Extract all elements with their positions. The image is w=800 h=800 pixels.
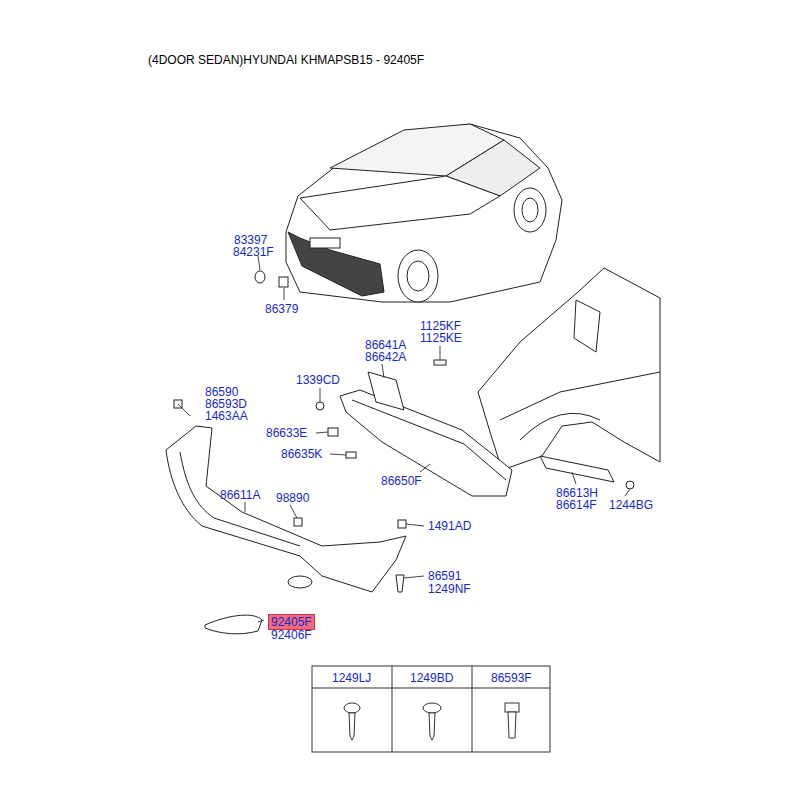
bumper-cover xyxy=(166,426,406,634)
body-panel xyxy=(478,268,660,470)
highlight-box: 92405F xyxy=(268,614,315,630)
table-cell: 1249LJ xyxy=(332,672,371,684)
leader-lines xyxy=(178,256,630,622)
car-illustration xyxy=(255,124,562,302)
callout-number: 1339CD xyxy=(296,374,340,386)
callout-number: 1463AA xyxy=(205,410,248,422)
callout-number: 1244BG xyxy=(609,499,653,511)
callout-number: 86641A xyxy=(365,339,406,351)
callout-number: 86614F xyxy=(556,499,597,511)
callout-number: 86590 xyxy=(205,386,238,398)
callout-number: 86642A xyxy=(365,351,406,363)
callout-number: 86633E xyxy=(266,427,307,439)
callout-number: 1125KE xyxy=(420,332,462,344)
callout-number: 86591 xyxy=(428,570,461,582)
callout-number: 1125KF xyxy=(420,320,461,332)
fasteners xyxy=(174,360,634,592)
callout-number: 83397 xyxy=(234,234,267,246)
callout-number: 92406F xyxy=(271,629,312,641)
callout-number: 98890 xyxy=(276,492,309,504)
table-cell: 1249BD xyxy=(410,672,453,684)
callout-number: 86593D xyxy=(205,398,247,410)
callout-number: 1491AD xyxy=(428,520,471,532)
callout-number: 86613H xyxy=(556,487,598,499)
callout-number: 1249NF xyxy=(428,583,471,595)
callout-number: 86650F xyxy=(381,475,422,487)
callout-number: 86379 xyxy=(265,303,298,315)
callout-number: 86611A xyxy=(220,489,260,501)
callout-number: 86635K xyxy=(281,448,322,460)
fastener-table xyxy=(312,666,550,752)
table-cell: 86593F xyxy=(491,672,532,684)
diagram-title: (4DOOR SEDAN)HYUNDAI KHMAPSB15 - 92405F xyxy=(148,53,424,67)
callout-number: 84231F xyxy=(233,246,274,258)
bumper-beam xyxy=(340,372,614,496)
callout-number: 92405F xyxy=(271,616,312,628)
